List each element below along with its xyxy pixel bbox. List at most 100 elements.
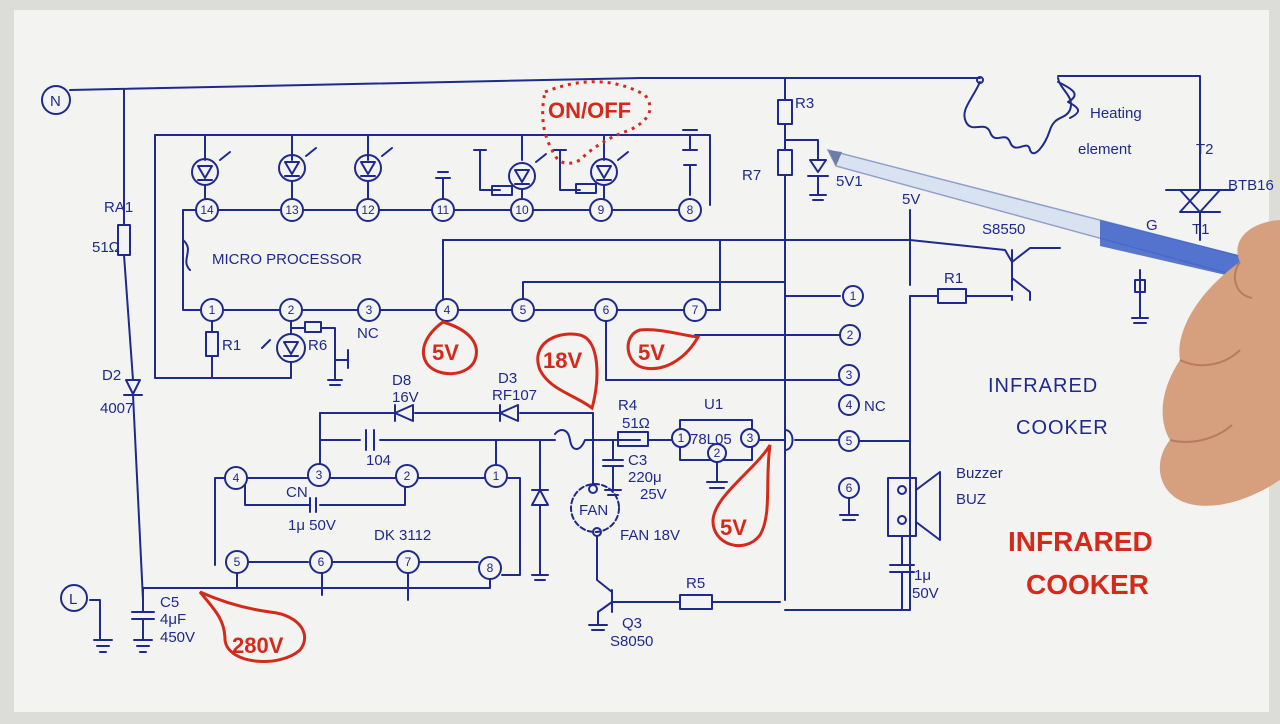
onoff-label: ON/OFF bbox=[548, 98, 631, 123]
mcu-pin-label: 3 bbox=[366, 303, 373, 317]
dk-pin-label: 1 bbox=[493, 469, 500, 483]
diode-d2: D2 4007 bbox=[100, 367, 143, 417]
dk-pin: 4 bbox=[224, 466, 248, 490]
d3-label: D3 bbox=[498, 370, 517, 387]
u1-pin-label: 2 bbox=[714, 446, 721, 460]
c5-value1: 4μF bbox=[160, 611, 186, 628]
c5-value2: 450V bbox=[160, 629, 195, 646]
mcu-pin: 1 bbox=[200, 298, 224, 322]
annotation-5v-mid: 5V bbox=[626, 328, 701, 371]
c3-value1: 220μ bbox=[628, 469, 662, 486]
dk-pin: 8 bbox=[478, 556, 502, 580]
c3-label: C3 bbox=[628, 452, 647, 469]
dk-pin: 1 bbox=[484, 464, 508, 488]
u1-part-label: 78L05 bbox=[690, 431, 732, 448]
q3-part-label: S8050 bbox=[610, 633, 653, 650]
mcu-pin: 8 bbox=[678, 198, 702, 222]
r3-label: R3 bbox=[795, 95, 814, 112]
dk3112: CN 1μ 50V DK 3112 bbox=[214, 439, 521, 601]
t1-label: T1 bbox=[1192, 221, 1210, 238]
dk-pin-label: 7 bbox=[405, 555, 412, 569]
cooker-label: COOKER bbox=[1016, 417, 1109, 439]
mcu-pin: 10 bbox=[510, 198, 534, 222]
connector-pin: 3 bbox=[838, 364, 860, 386]
c5-label: C5 bbox=[160, 594, 179, 611]
mcu-pin-label: 8 bbox=[687, 203, 694, 217]
resistor-ra1: RA1 51Ω bbox=[92, 199, 133, 256]
infrared-label: INFRARED bbox=[988, 375, 1098, 397]
mcu-pin-label: 13 bbox=[285, 203, 299, 217]
d8-d3-area: D8 16V D3 RF107 104 bbox=[319, 370, 641, 581]
btb-label: BTB16 bbox=[1228, 177, 1274, 194]
heating-label-2: element bbox=[1078, 141, 1132, 158]
mcu-pin: 13 bbox=[280, 198, 304, 222]
connector-pin: 2 bbox=[839, 324, 861, 346]
mcu-pin: 3 bbox=[357, 298, 381, 322]
dk-pin: 6 bbox=[309, 550, 333, 574]
u1-pin: 2 bbox=[707, 443, 727, 463]
heating-label-1: Heating bbox=[1090, 105, 1142, 122]
connector-pin-label: 6 bbox=[846, 481, 853, 495]
dk-pin-label: 5 bbox=[234, 555, 241, 569]
connector-pin: 1 bbox=[842, 285, 864, 307]
dk-pin-label: 2 bbox=[404, 469, 411, 483]
buzzer-cap-value1: 1μ bbox=[914, 567, 931, 584]
mcu-top-pins: 14 13 12 11 10 9 8 bbox=[195, 198, 702, 222]
s8550-label: S8550 bbox=[982, 221, 1025, 238]
nc-connector-label: NC bbox=[864, 398, 886, 415]
mcu-pin: 4 bbox=[435, 298, 459, 322]
mcu-pin: 6 bbox=[594, 298, 618, 322]
mcu-pin-label: 11 bbox=[437, 203, 450, 217]
mcu-pin-label: 1 bbox=[209, 303, 216, 317]
dk-pin: 7 bbox=[396, 550, 420, 574]
annotation-5v-mid-label: 5V bbox=[638, 340, 665, 365]
annotation-5v-bottom-label: 5V bbox=[720, 515, 747, 540]
u1-pin: 1 bbox=[671, 428, 691, 448]
r3-r7-zener: R3 R7 5V1 bbox=[742, 95, 863, 201]
ra1-label: RA1 bbox=[104, 199, 133, 216]
mcu-bottom-pins: 1 2 3 4 5 6 7 bbox=[200, 298, 707, 322]
mid-wiring bbox=[442, 77, 911, 601]
nc-mcu-label: NC bbox=[357, 325, 379, 342]
mcu-pin: 5 bbox=[511, 298, 535, 322]
title-cooker: COOKER bbox=[1026, 569, 1149, 600]
connector-pin-label: 5 bbox=[846, 434, 853, 448]
terminal-l-label: L bbox=[69, 591, 77, 608]
q3-label: Q3 bbox=[622, 615, 642, 632]
dk-pin-label: 4 bbox=[233, 471, 240, 485]
transistor-s8550: 5V S8550 R1 bbox=[784, 191, 1061, 611]
d2-value: 4007 bbox=[100, 400, 133, 417]
g-label: G bbox=[1146, 217, 1158, 234]
mcu-pin-label: 4 bbox=[444, 303, 451, 317]
heating-element: Heating element bbox=[963, 76, 1142, 158]
tr-5v-label: 5V bbox=[902, 191, 920, 208]
mcu-pin-label: 6 bbox=[603, 303, 610, 317]
paper-sheet bbox=[14, 10, 1269, 712]
fan-18v-label: FAN 18V bbox=[620, 527, 680, 544]
r4-label: R4 bbox=[618, 397, 637, 414]
annotation-18v: 18V bbox=[536, 332, 599, 411]
r4-value: 51Ω bbox=[622, 415, 650, 432]
annotation-280v-label: 280V bbox=[232, 633, 284, 658]
mcu-pin-label: 14 bbox=[200, 203, 214, 217]
dk-pin-label: 3 bbox=[316, 468, 323, 482]
annotation-280v: 280V bbox=[198, 590, 307, 663]
connector-pin: 5 bbox=[838, 430, 860, 452]
dk-pin-label: 6 bbox=[318, 555, 325, 569]
terminal-n: N bbox=[41, 85, 71, 115]
r5-label: R5 bbox=[686, 575, 705, 592]
buzzer-label: Buzzer bbox=[956, 465, 1003, 482]
led-row bbox=[191, 129, 698, 206]
dk-pin: 3 bbox=[307, 463, 331, 487]
d2-label: D2 bbox=[102, 367, 121, 384]
u1-label: U1 bbox=[704, 396, 723, 413]
annotation-18v-label: 18V bbox=[543, 348, 582, 373]
mcu-lower-parts: R1 R6 NC bbox=[205, 320, 379, 386]
regulator-area: R4 51Ω C3 220μ 25V U1 78L05 1 2 3 bbox=[602, 396, 840, 503]
mcu-pin: 12 bbox=[356, 198, 380, 222]
connector-pin-label: 4 bbox=[846, 398, 853, 412]
title-infrared: INFRARED bbox=[1008, 526, 1153, 557]
terminal-l: L bbox=[60, 584, 113, 653]
